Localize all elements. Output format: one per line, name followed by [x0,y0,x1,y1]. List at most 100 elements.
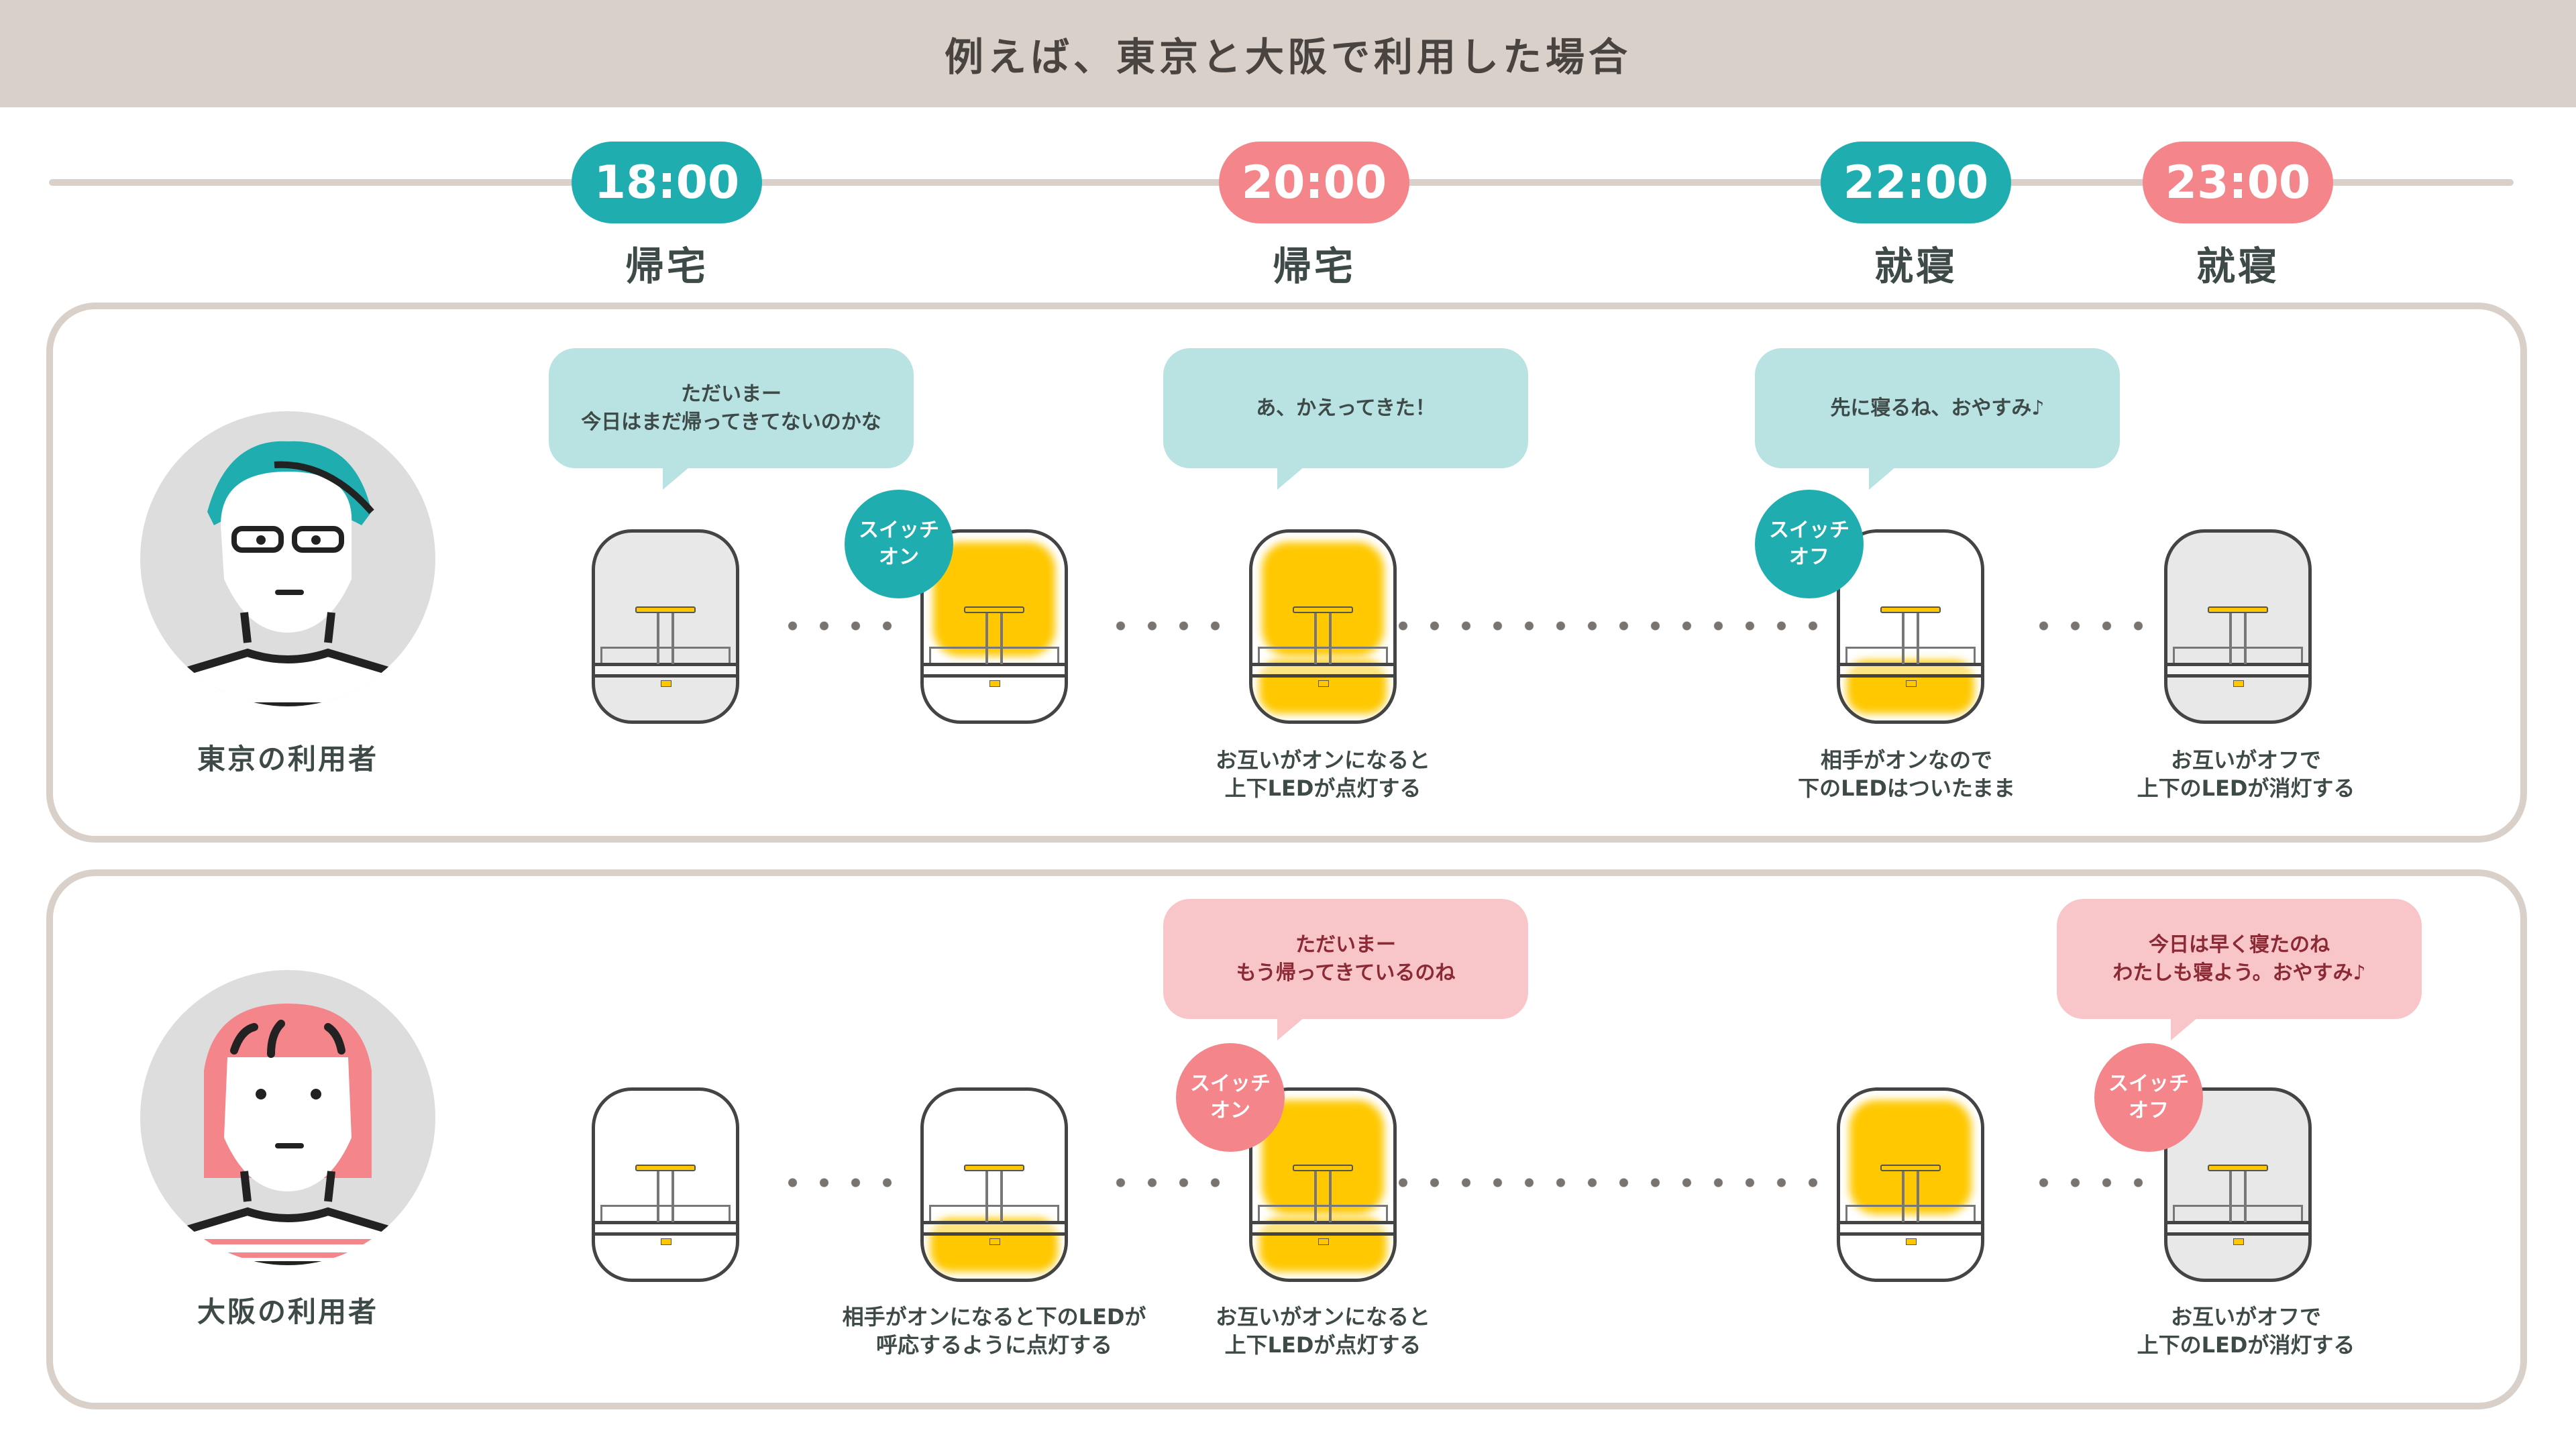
lamp-led [1318,680,1329,687]
speech-bubble: 先に寝るね、おやすみ♪ [1755,348,2120,490]
lamp-post [1000,1170,1003,1222]
lamp-caption: 相手がオンになると下のLEDが呼応するように点灯する [842,1304,1146,1358]
lamp-post [672,612,674,664]
dotted-connector [2028,621,2145,631]
top-led-glow [1262,542,1384,656]
lamp-shelf [2167,663,2308,678]
lamp-rail [1258,1205,1388,1222]
header-banner: 例えば、東京と大阪で利用した場合 [0,0,2576,107]
lamp-led [989,680,1000,687]
tokyo-user-label: 東京の利用者 [197,743,379,775]
time-pill-1800: 18:00 [572,142,762,223]
lamp-caption: お互いがオフで上下のLEDが消灯する [2137,1304,2355,1358]
lamp-post [2244,1170,2247,1222]
osaka-user-avatar [140,970,435,1265]
lamp-post [672,1170,674,1222]
lamp-rail [929,1205,1059,1222]
lamp-shelf [2167,1221,2308,1236]
lamp-led [1318,1238,1329,1245]
lamp-plate [1293,606,1353,613]
top-led-glow [1849,1100,1972,1214]
lamp-post [1902,1170,1904,1222]
speech-bubble: ただいまーもう帰ってきているのね [1163,899,1528,1040]
time-label: 帰宅 [625,244,709,289]
top-led-glow [933,542,1055,656]
switch-off-badge: スイッチオフ [1755,490,1864,598]
bubble-text: 今日は早く寝たのね [2149,932,2330,957]
lamp-plate [2208,606,2268,613]
lamp-led [661,1238,672,1245]
lamp-post [1902,612,1904,664]
lamp-shelf [924,663,1065,678]
lamp-post [1329,612,1332,664]
dotted-connector [777,621,894,631]
speech-bubble: 今日は早く寝たのねわたしも寝よう。おやすみ♪ [2057,899,2422,1040]
lamp-caption: お互いがオンになると上下LEDが点灯する [1215,1304,1431,1358]
tokyo-user-avatar [140,411,435,706]
lamp-rail [1845,647,1976,664]
dotted-connector [1387,621,1820,631]
lamp-plate [1293,1165,1353,1171]
lamp-plate [2208,1165,2268,1171]
lamp-led [1906,680,1917,687]
lamp-plate [1880,1165,1941,1171]
lamp-plate [1880,606,1941,613]
lamp-rail [2173,1205,2303,1222]
dotted-connector [1105,621,1222,631]
lamp-shelf [1840,1221,1981,1236]
lamp-rail [929,647,1059,664]
lamp-post [1000,612,1003,664]
osaka-panel [46,869,2527,1409]
lamp-both [1249,529,1397,724]
bubble-text: ただいまー [681,382,782,406]
switch-on-badge: スイッチオン [1176,1043,1285,1152]
lamp-post [1917,612,1919,664]
dotted-connector [1387,1178,1820,1187]
lamp-plate [635,606,696,613]
lamp-caption: お互いがオフで上下のLEDが消灯する [2137,747,2355,801]
lamp-led [2233,1238,2244,1245]
lamp-led [1906,1238,1917,1245]
lamp-post [1314,1170,1317,1222]
lamp-rail [600,647,731,664]
speech-bubble: ただいまー今日はまだ帰ってきてないのかな [549,348,914,490]
lamp-plate [964,1165,1024,1171]
lamp-shelf [1252,1221,1393,1236]
lamp-post [1314,612,1317,664]
lamp-rail [2173,647,2303,664]
lamp-off-white [592,1087,739,1282]
time-label: 就寝 [1874,244,1958,289]
switch-off-badge: スイッチオフ [2094,1043,2203,1152]
lamp-rail [1258,647,1388,664]
lamp-shelf [924,1221,1065,1236]
lamp-led [661,680,672,687]
lamp-post [1329,1170,1332,1222]
lamp-post [985,612,988,664]
lamp-shelf [1840,663,1981,678]
lamp-post [657,612,659,664]
lamp-off [2164,529,2312,724]
time-pill-2000: 20:00 [1219,142,1409,223]
lamp-bottom [1837,529,1984,724]
osaka-user-label: 大阪の利用者 [197,1295,379,1328]
bubble-text: わたしも寝よう。おやすみ♪ [2112,961,2366,985]
dotted-connector [777,1178,894,1187]
lamp-post [985,1170,988,1222]
time-pill-2300: 23:00 [2143,142,2333,223]
lamp-shelf [595,1221,736,1236]
tokyo-panel [46,303,2527,843]
speech-bubble: あ、かえってきた！ [1163,348,1528,490]
bubble-text: あ、かえってきた！ [1256,396,1436,420]
lamp-off [592,529,739,724]
bubble-text: ただいまー [1295,932,1396,957]
dotted-connector [2028,1178,2145,1187]
lamp-post [1917,1170,1919,1222]
lamp-caption: お互いがオンになると上下LEDが点灯する [1215,747,1431,801]
lamp-top [1837,1087,1984,1282]
bubble-text: 先に寝るね、おやすみ♪ [1830,396,2045,420]
dotted-connector [1105,1178,1222,1187]
page-title: 例えば、東京と大阪で利用した場合 [944,34,1631,80]
lamp-post [2229,1170,2232,1222]
lamp-plate [964,606,1024,613]
lamp-shelf [1252,663,1393,678]
